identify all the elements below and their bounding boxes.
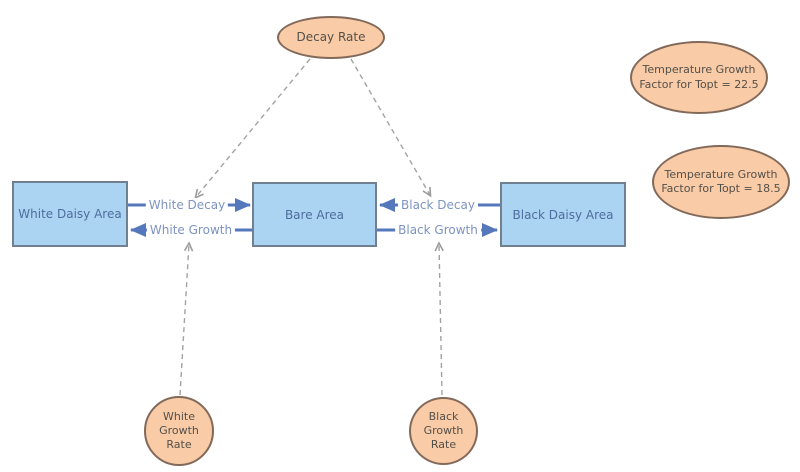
dependency-white-growth-rate-to-white-growth [179,241,194,396]
dependency-black-growth-rate-to-black-growth [434,241,444,396]
converter-temp-growth-topt-22-5[interactable]: Temperature Growth Factor for Topt = 22.… [630,41,768,114]
dependency-decay-rate-to-black-decay [350,58,432,198]
converter-label: Temperature Growth Factor for Topt = 22.… [639,63,759,91]
stock-label: Black Daisy Area [512,207,614,222]
converter-label: Temperature Growth Factor for Topt = 18.… [661,167,781,195]
converter-label: Decay Rate [296,29,366,44]
stock-bare-area[interactable]: Bare Area [252,182,377,247]
converter-decay-rate[interactable]: Decay Rate [277,16,385,59]
stock-label: White Daisy Area [18,207,122,221]
converter-label: White Growth Rate [159,409,199,452]
stock-white-daisy-area[interactable]: White Daisy Area [12,181,128,247]
stock-black-daisy-area[interactable]: Black Daisy Area [500,182,626,247]
converter-white-growth-rate[interactable]: White Growth Rate [144,396,214,466]
converter-black-growth-rate[interactable]: Black Growth Rate [409,397,478,465]
flow-label-black-decay[interactable]: Black Decay [398,198,478,212]
converter-label: Black Growth Rate [423,409,464,452]
flow-label-white-decay[interactable]: White Decay [145,198,229,212]
flow-label-white-growth[interactable]: White Growth [146,223,236,237]
flow-label-black-growth[interactable]: Black Growth [395,223,481,237]
dependency-decay-rate-to-white-decay [194,58,311,200]
converter-temp-growth-topt-18-5[interactable]: Temperature Growth Factor for Topt = 18.… [652,145,790,219]
stock-label: Bare Area [284,207,345,222]
